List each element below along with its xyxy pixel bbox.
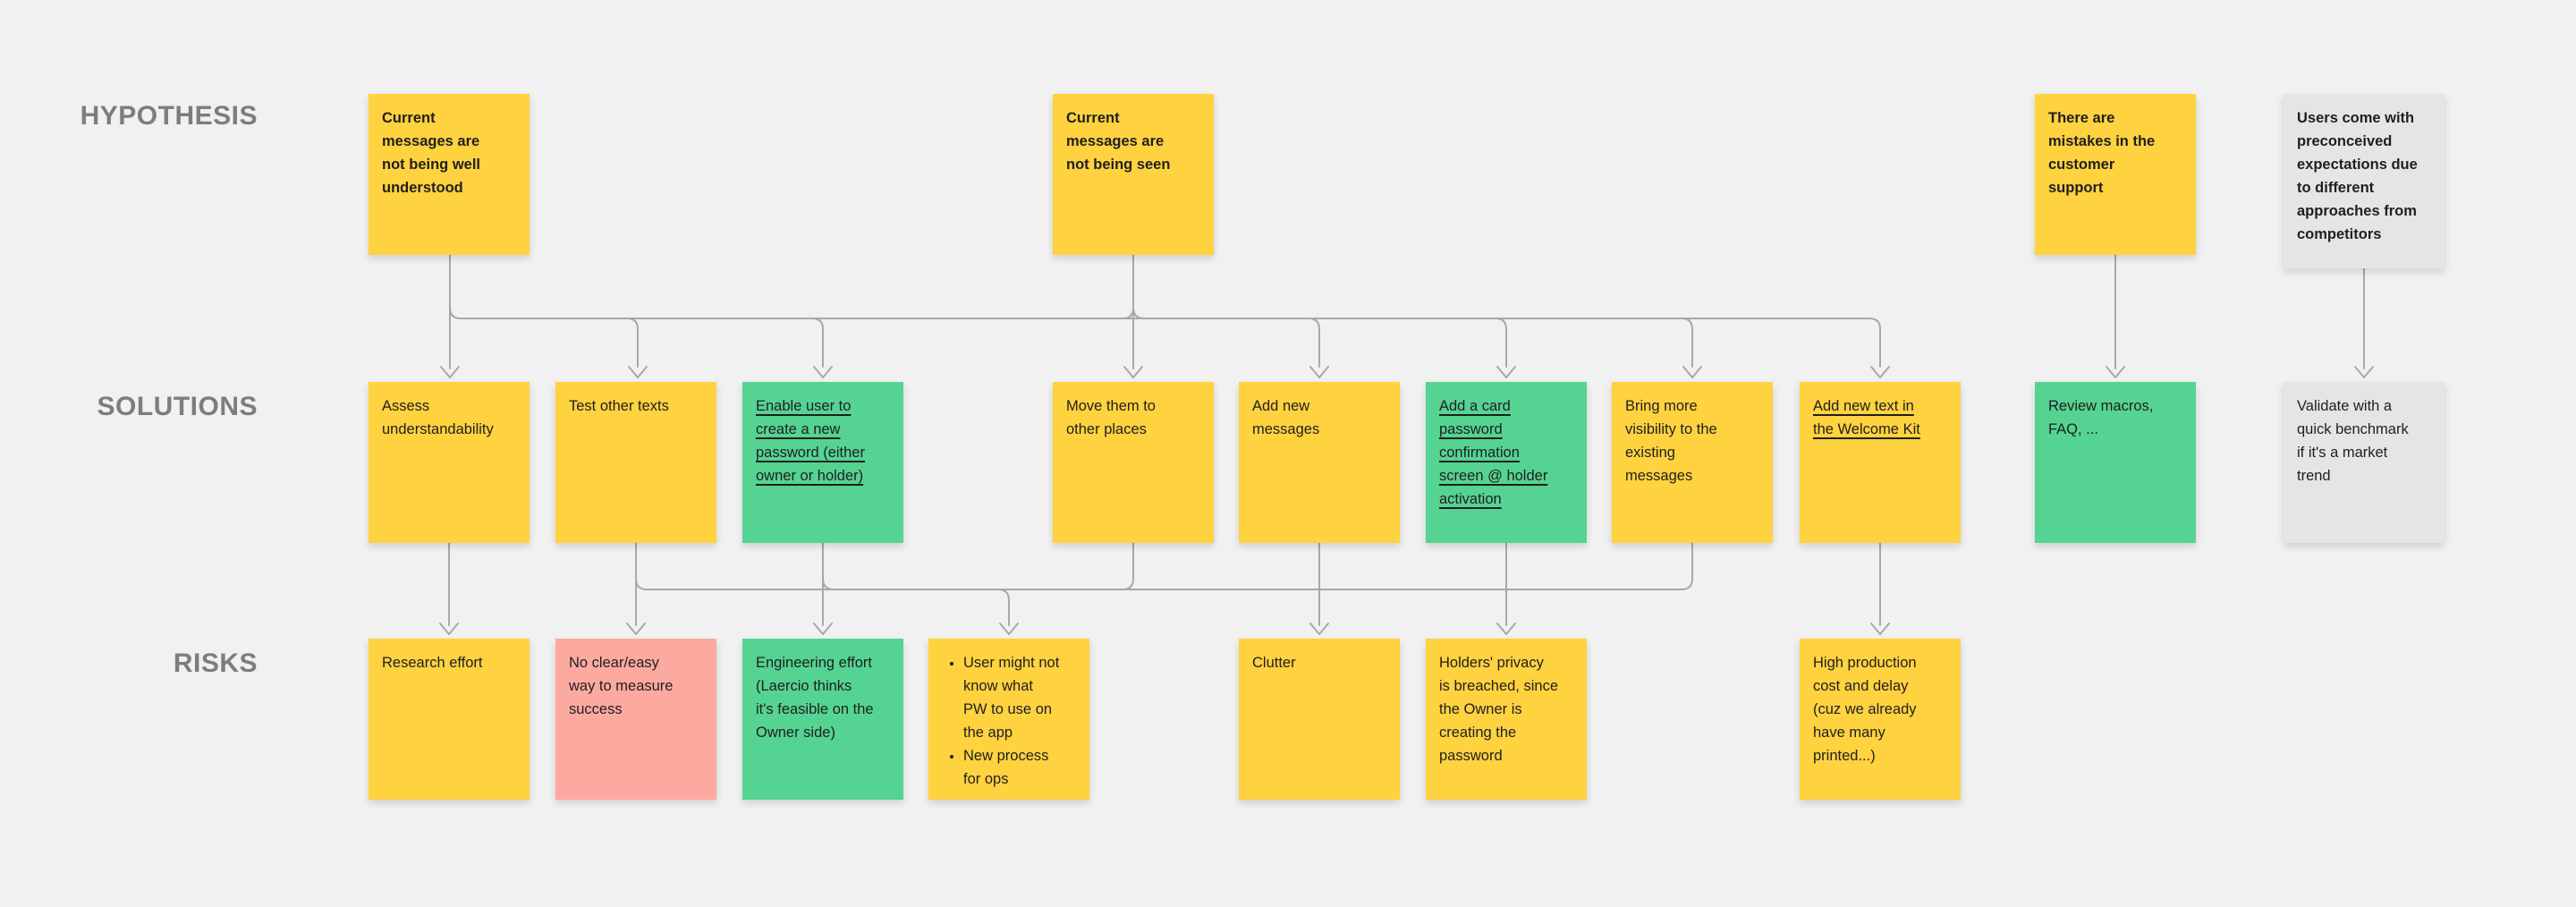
sticky-note-solution-bring-visibility[interactable]: Bring more visibility to the existing me… (1612, 382, 1773, 543)
note-text: No clear/easy way to measure success (569, 655, 674, 717)
note-link-text[interactable]: Add a card password confirmation screen … (1439, 398, 1548, 507)
sticky-note-solution-validate-benchmark[interactable]: Validate with a quick benchmark if it's … (2284, 382, 2445, 543)
sticky-note-solution-enable-user-password[interactable]: Enable user to create a new password (ei… (742, 382, 903, 543)
sticky-note-solution-card-password-screen[interactable]: Add a card password confirmation screen … (1426, 382, 1587, 543)
sticky-note-solution-welcome-kit-text[interactable]: Add new text in the Welcome Kit (1800, 382, 1961, 543)
note-bullet-item: New process for ops (963, 744, 1076, 791)
row-label-solutions: SOLUTIONS (97, 392, 258, 421)
sticky-note-solution-add-new-messages[interactable]: Add new messages (1239, 382, 1400, 543)
note-bullet-list: User might not know what PW to use on th… (942, 651, 1076, 791)
sticky-note-risk-no-way-to-measure[interactable]: No clear/easy way to measure success (555, 639, 716, 800)
note-text: Review macros, FAQ, ... (2048, 398, 2154, 437)
row-label-hypothesis: HYPOTHESIS (80, 101, 258, 131)
sticky-note-hypothesis-support-mistakes[interactable]: There are mistakes in the customer suppo… (2035, 94, 2196, 255)
note-text: Current messages are not being well unde… (382, 110, 480, 196)
note-text: Engineering effort (Laercio thinks it's … (756, 655, 874, 741)
note-text: Research effort (382, 655, 483, 671)
connector-solutions-to-risks (439, 542, 1890, 635)
row-label-risks: RISKS (173, 648, 258, 678)
connector-hypothesis-to-solutions (440, 254, 2374, 378)
note-link-text[interactable]: Enable user to create a new password (ei… (756, 398, 865, 484)
note-text: There are mistakes in the customer suppo… (2048, 110, 2156, 196)
sticky-note-risk-holders-privacy[interactable]: Holders' privacy is breached, since the … (1426, 639, 1587, 800)
note-bullet-item: User might not know what PW to use on th… (963, 651, 1076, 744)
sticky-note-solution-assess-understandability[interactable]: Assess understandability (369, 382, 530, 543)
sticky-note-risk-production-cost[interactable]: High production cost and delay (cuz we a… (1800, 639, 1961, 800)
note-text: Users come with preconceived expectation… (2297, 110, 2418, 242)
sticky-note-hypothesis-not-seen[interactable]: Current messages are not being seen (1053, 94, 1214, 255)
note-text: Clutter (1252, 655, 1296, 671)
sticky-note-risk-user-pw-confusion[interactable]: User might not know what PW to use on th… (928, 639, 1089, 800)
note-text: Holders' privacy is breached, since the … (1439, 655, 1558, 764)
note-text: Add new messages (1252, 398, 1320, 437)
note-text: Move them to other places (1066, 398, 1156, 437)
note-text: Current messages are not being seen (1066, 110, 1171, 173)
note-text: Assess understandability (382, 398, 494, 437)
note-text: Bring more visibility to the existing me… (1625, 398, 1717, 484)
sticky-note-hypothesis-preconceived-expectations[interactable]: Users come with preconceived expectation… (2284, 94, 2445, 268)
sticky-note-solution-move-messages[interactable]: Move them to other places (1053, 382, 1214, 543)
note-text: Test other texts (569, 398, 669, 414)
sticky-note-risk-clutter[interactable]: Clutter (1239, 639, 1400, 800)
note-text: High production cost and delay (cuz we a… (1813, 655, 1917, 764)
note-text: Validate with a quick benchmark if it's … (2297, 398, 2409, 484)
sticky-note-risk-engineering-effort[interactable]: Engineering effort (Laercio thinks it's … (742, 639, 903, 800)
sticky-note-solution-test-other-texts[interactable]: Test other texts (555, 382, 716, 543)
sticky-note-hypothesis-not-understood[interactable]: Current messages are not being well unde… (369, 94, 530, 255)
note-link-text[interactable]: Add new text in the Welcome Kit (1813, 398, 1920, 437)
sticky-note-solution-review-macros[interactable]: Review macros, FAQ, ... (2035, 382, 2196, 543)
sticky-note-risk-research-effort[interactable]: Research effort (369, 639, 530, 800)
